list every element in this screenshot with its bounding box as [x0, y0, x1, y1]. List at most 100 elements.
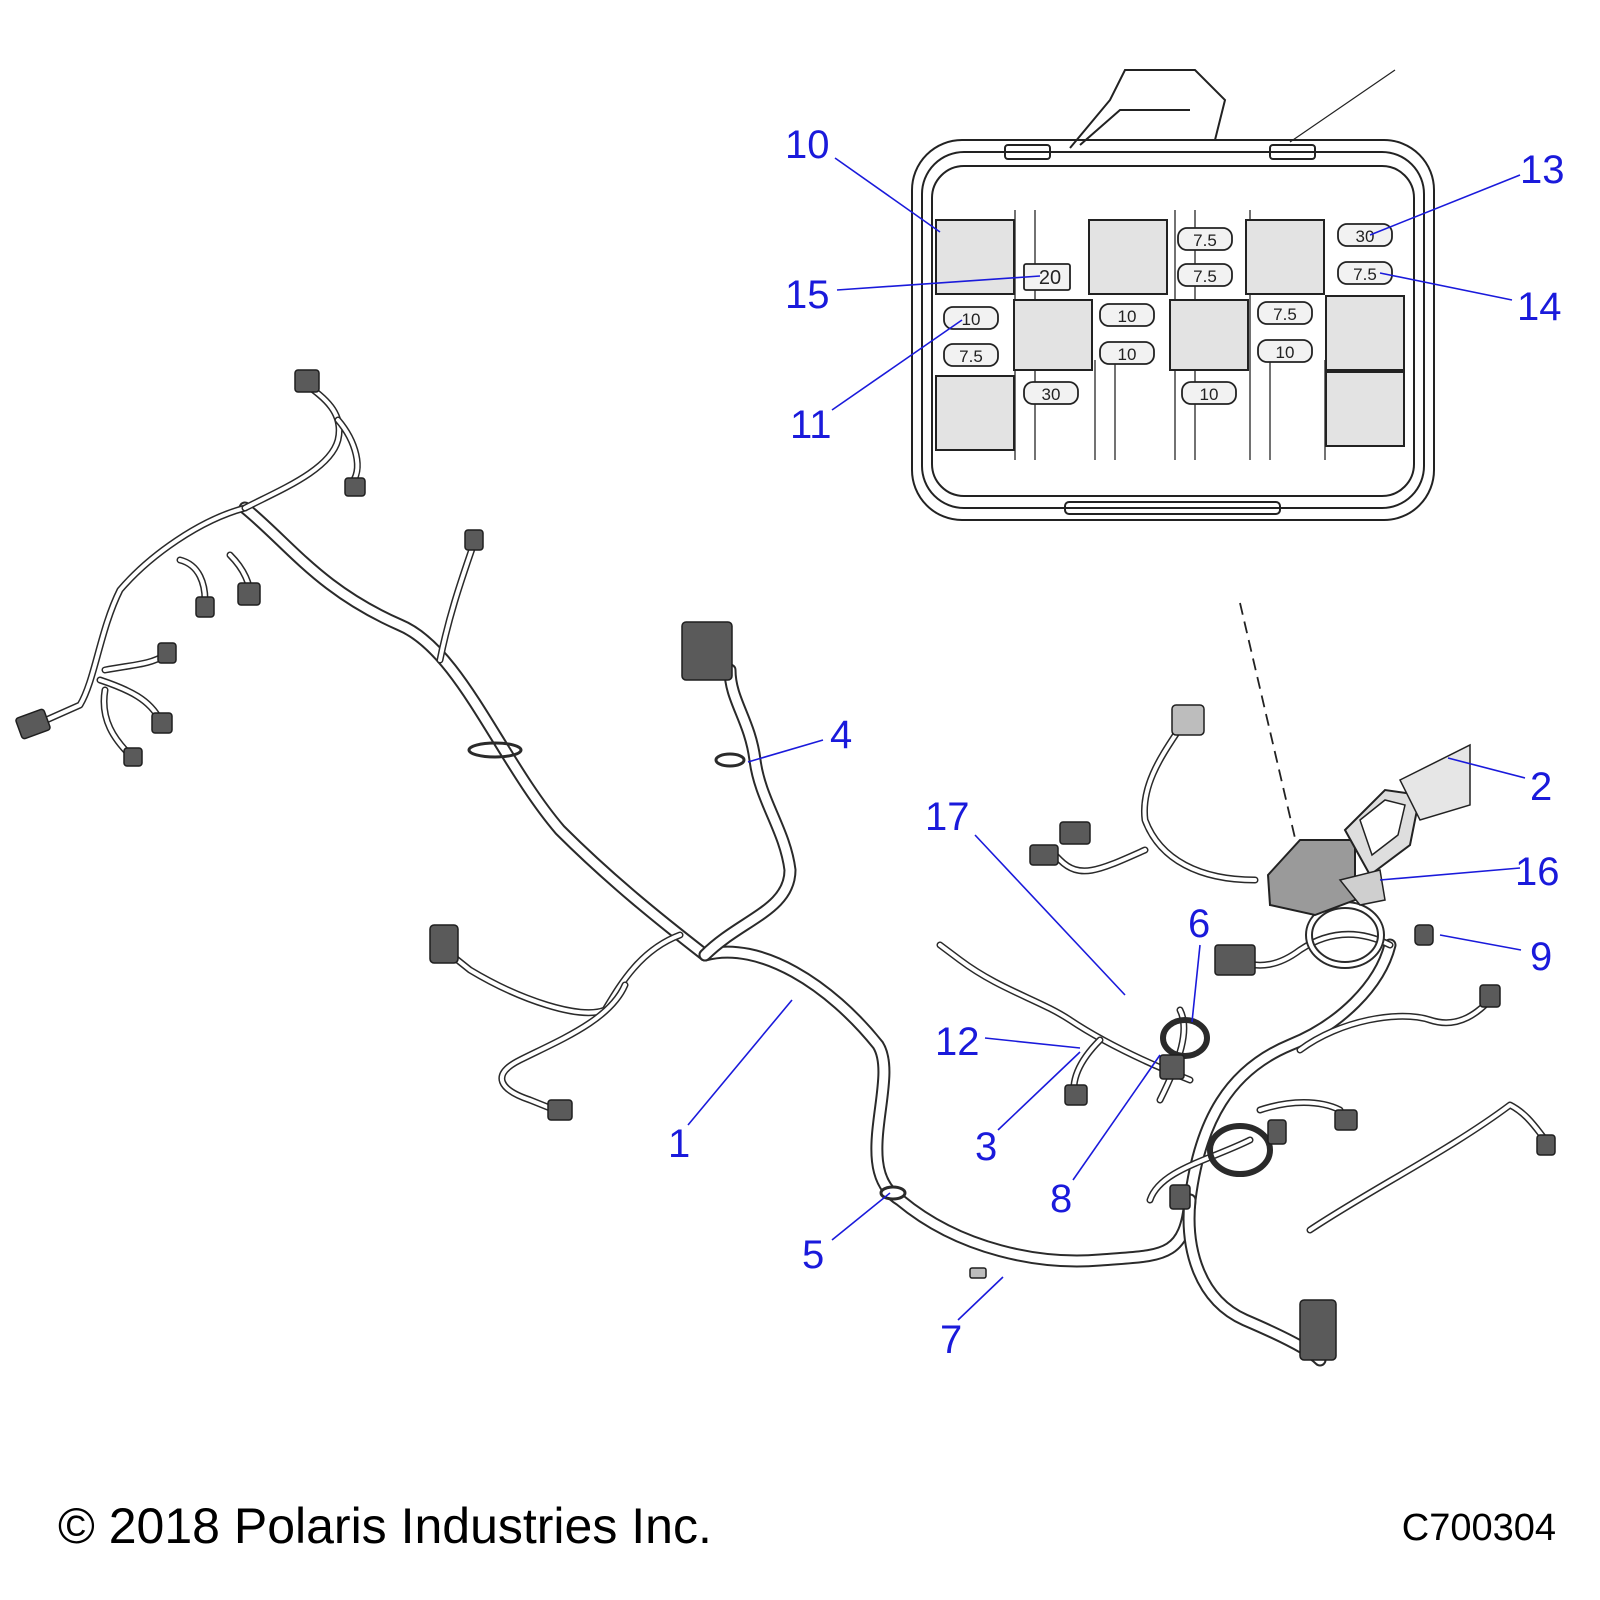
- svg-text:10: 10: [1200, 385, 1219, 404]
- leader-11: [831, 319, 963, 411]
- callout-7: 7: [940, 1318, 962, 1362]
- connector: [1059, 821, 1091, 845]
- leader-15: [836, 275, 1041, 291]
- fuse-box-plug: [1069, 69, 1227, 149]
- callout-labels: 10 15 11 13 14 4 2 16 9 17 6 12 3 8 1 5 …: [668, 123, 1565, 1362]
- svg-text:7.5: 7.5: [1353, 265, 1377, 284]
- connector: [123, 747, 143, 767]
- label-tag: [1398, 743, 1471, 821]
- leader-17: [974, 834, 1126, 996]
- leader-2: [1447, 757, 1526, 779]
- svg-text:20: 20: [1039, 267, 1061, 289]
- grommet: [1160, 1017, 1210, 1059]
- callout-15: 15: [785, 273, 830, 317]
- callout-4: 4: [830, 713, 852, 757]
- leader-12: [984, 1037, 1081, 1049]
- leader-3: [997, 1051, 1081, 1131]
- leader-8: [1072, 1054, 1161, 1181]
- connector: [429, 924, 459, 964]
- relay: [1088, 219, 1168, 295]
- callout-5: 5: [802, 1233, 824, 1277]
- fuse: 7.5: [1177, 227, 1233, 251]
- svg-text:7.5: 7.5: [1193, 231, 1217, 250]
- relay: [1325, 295, 1405, 371]
- relay: [1325, 371, 1405, 447]
- svg-text:10: 10: [1118, 345, 1137, 364]
- connector: [464, 529, 484, 551]
- fuse: 7.5: [1337, 261, 1393, 285]
- leader-1: [687, 999, 793, 1126]
- drawing-id: C700304: [1401, 1507, 1556, 1549]
- connector: [1479, 984, 1501, 1008]
- svg-text:10: 10: [1276, 343, 1295, 362]
- connector: [1334, 1109, 1358, 1131]
- connector: [151, 712, 173, 734]
- fuse-box-housing: [911, 139, 1435, 521]
- svg-text:10: 10: [1118, 307, 1137, 326]
- connector: [1159, 1054, 1185, 1080]
- leader-lines: [687, 157, 1526, 1321]
- grommet: [1307, 903, 1383, 967]
- leader-4: [747, 739, 824, 763]
- leader-14: [1379, 272, 1513, 301]
- fuse: 10: [1181, 381, 1237, 405]
- leader-13: [1369, 174, 1521, 236]
- fuse: 30: [1023, 381, 1079, 405]
- connector: [15, 708, 51, 740]
- connector: [1171, 704, 1205, 736]
- connector: [195, 596, 215, 618]
- connector: [157, 642, 177, 664]
- callout-9: 9: [1530, 935, 1552, 979]
- relay: [1245, 219, 1325, 295]
- leader-7: [957, 1276, 1004, 1321]
- fuse: 7.5: [943, 343, 999, 367]
- relay: [935, 375, 1015, 451]
- harness-fuse-box: [1266, 743, 1471, 917]
- callout-14: 14: [1517, 285, 1562, 329]
- connector: [1267, 1119, 1287, 1145]
- callout-2: 2: [1530, 765, 1552, 809]
- callout-12: 12: [935, 1020, 980, 1064]
- callout-11: 11: [790, 403, 832, 447]
- fuse: 30: [1337, 223, 1393, 247]
- callout-13: 13: [1520, 148, 1565, 192]
- clamp: [714, 752, 746, 768]
- fuse: 7.5: [1257, 301, 1313, 325]
- svg-text:7.5: 7.5: [1193, 267, 1217, 286]
- assembly-dashed-line: [1239, 602, 1303, 869]
- connector: [294, 369, 320, 393]
- copyright-notice: © 2018 Polaris Industries Inc.: [58, 1498, 712, 1554]
- leader-9: [1439, 934, 1522, 951]
- fuse-box-inset: 7.5 7.5 30 7.5 20 10 7.5 10 10 7.5 10 30…: [911, 69, 1435, 521]
- leader-16: [1379, 867, 1521, 881]
- callout-1: 1: [668, 1122, 690, 1166]
- svg-text:30: 30: [1356, 227, 1375, 246]
- fuse: 10: [1099, 341, 1155, 365]
- connector: [1214, 944, 1256, 976]
- leader-5: [831, 1192, 891, 1241]
- connector: [344, 477, 366, 497]
- callout-17: 17: [925, 795, 970, 839]
- clamp: [467, 741, 523, 759]
- connector: [547, 1099, 573, 1121]
- ecu-connector: [681, 621, 733, 681]
- fuse: 10: [943, 306, 999, 330]
- fuse: 10: [1099, 303, 1155, 327]
- relay: [1169, 299, 1249, 371]
- svg-text:30: 30: [1042, 385, 1061, 404]
- connector: [1536, 1134, 1556, 1156]
- fuse: 7.5: [1177, 263, 1233, 287]
- connector: [1299, 1299, 1337, 1361]
- callout-16: 16: [1515, 850, 1560, 894]
- fuse: 10: [1257, 339, 1313, 363]
- callout-8: 8: [1050, 1177, 1072, 1221]
- callout-10: 10: [785, 123, 830, 167]
- callout-6: 6: [1188, 902, 1210, 946]
- connector: [1029, 844, 1059, 866]
- svg-text:7.5: 7.5: [959, 347, 983, 366]
- leader-10: [834, 157, 941, 233]
- terminal-clip: [969, 1267, 987, 1279]
- connector: [237, 582, 261, 606]
- svg-text:7.5: 7.5: [1273, 305, 1297, 324]
